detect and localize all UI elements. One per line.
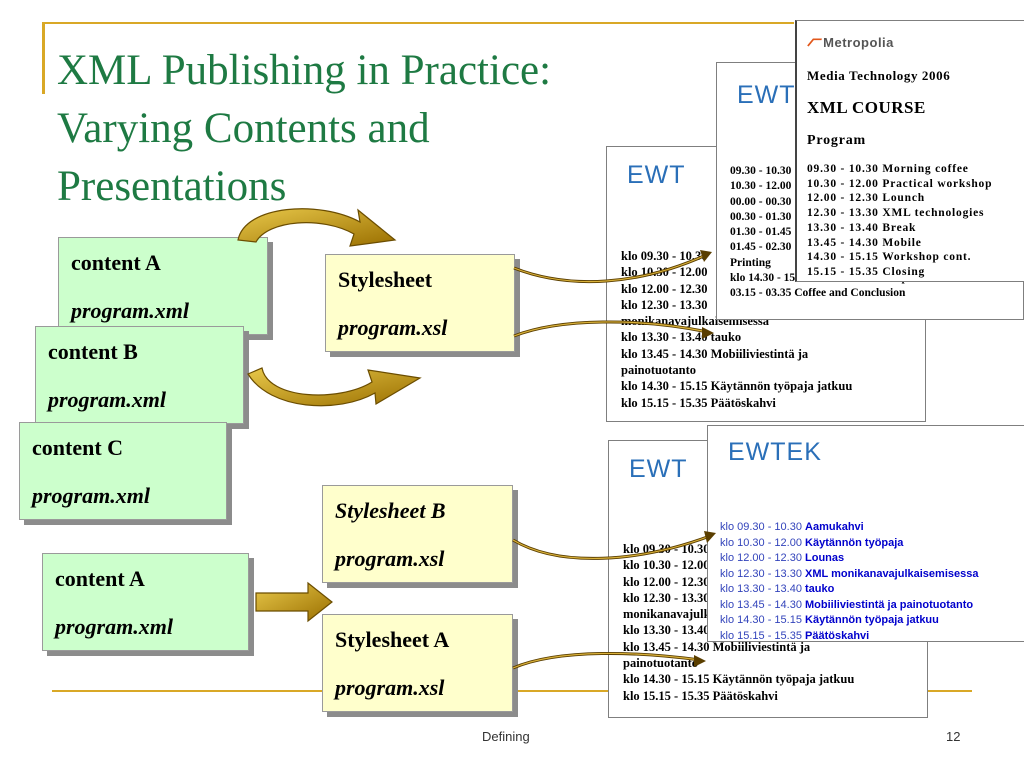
- metropolia-heading2: XML COURSE: [807, 98, 926, 117]
- ewtek-logo: EWTEK: [728, 438, 822, 466]
- content-box-b: content B program.xml: [35, 326, 244, 424]
- ewtek-logo: EWT: [737, 81, 796, 109]
- print-lines: klo 09.30 - 10.30 klo 10.30 - 12.00 klo …: [623, 542, 855, 703]
- metropolia-lines: 09.30 - 10.30 Morning coffee 10.30 - 12.…: [807, 163, 993, 278]
- title-line-3: Presentations: [57, 163, 287, 210]
- ewtek-logo: EWT: [627, 161, 686, 189]
- metropolia-logo: ⦧ Metropolia: [807, 33, 894, 50]
- curved-arrow-top: [237, 208, 397, 247]
- screen-row: klo 12.00 - 12.30 Lounas: [720, 552, 845, 564]
- arrowhead-1: [700, 250, 712, 262]
- thin-arrow-4: [512, 651, 701, 670]
- screen-row: klo 13.45 - 14.30 Mobiiliviestintä ja pa…: [720, 598, 974, 611]
- gold-rule-vertical: [42, 22, 45, 94]
- metropolia-logo-icon: ⦧: [807, 33, 821, 50]
- screen-lines: klo 09.30 - 10.30 Aamukahvi klo 10.30 - …: [720, 520, 979, 642]
- screen-row: klo 10.30 - 12.00 Käytännön työpaja: [720, 536, 904, 549]
- screen-row: klo 14.30 - 15.15 Käytännön työpaja jatk…: [720, 614, 939, 626]
- footer-label: Defining: [482, 729, 530, 744]
- arrowhead-3: [704, 531, 716, 543]
- thin-arrow-1: [513, 253, 707, 284]
- curved-arrow-b: [247, 367, 422, 407]
- screen-row: klo 12.30 - 13.30 XML monikanavajulkaise…: [720, 567, 979, 580]
- thin-arrow-2: [513, 320, 709, 338]
- metropolia-heading1: Media Technology 2006: [807, 68, 951, 83]
- page-number: 12: [946, 729, 961, 744]
- ewtek-logo: EWT: [629, 455, 688, 483]
- content-box-a-bottom: content A program.xml: [42, 553, 249, 651]
- slide-title: XML Publishing in Practice: Varying Cont…: [57, 42, 697, 216]
- metropolia-heading3: Program: [807, 133, 866, 148]
- thin-arrow-3: [512, 534, 711, 560]
- print-lines: klo 09.30 - 10.30 klo 10.30 - 12.00 klo …: [621, 249, 853, 410]
- stylesheet-b-box: Stylesheet B program.xsl: [322, 485, 513, 583]
- screen-row: klo 13.30 - 13.40 tauko: [720, 583, 835, 595]
- block-arrow: [255, 581, 333, 623]
- content-box-c: content C program.xml: [19, 422, 227, 520]
- title-line-1: XML Publishing in Practice:: [57, 47, 552, 94]
- metropolia-doc: ⦧ Metropolia Media Technology 2006 XML C…: [795, 20, 1024, 282]
- arrowhead-4: [694, 655, 706, 667]
- stylesheet-a-box: Stylesheet A program.xsl: [322, 614, 513, 712]
- title-line-2: Varying Contents and: [57, 105, 430, 152]
- screen-row: klo 09.30 - 10.30 Aamukahvi: [720, 521, 864, 533]
- arrowhead-2: [702, 327, 714, 339]
- gold-rule-top: [42, 22, 794, 24]
- stylesheet-box: Stylesheet program.xsl: [325, 254, 515, 352]
- screen-doc: EWTEK klo 09.30 - 10.30 Aamukahvi klo 10…: [707, 425, 1024, 642]
- screen-row: klo 15.15 - 15.35 Päätöskahvi: [720, 629, 870, 642]
